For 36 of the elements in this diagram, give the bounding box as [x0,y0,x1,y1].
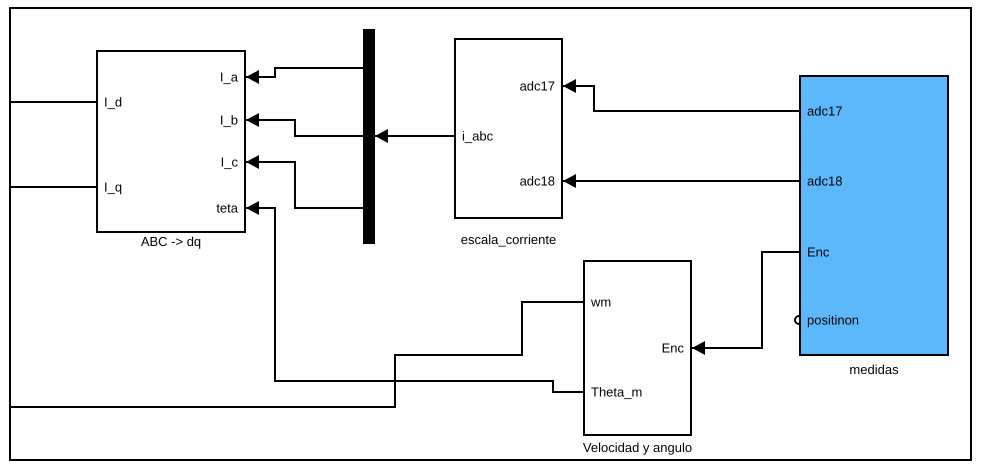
signal-line [246,113,363,137]
signal-line [246,201,583,393]
signal-line [563,174,799,188]
port-label: I_d [104,94,122,110]
signal-line [375,129,454,143]
subsystem-block [96,50,246,233]
block-caption: escala_corriente [460,232,556,247]
signal-line [11,101,96,103]
signal-line [11,186,96,188]
block-caption: medidas [849,362,899,377]
subsystem-block [454,38,563,219]
signal-line [11,301,583,408]
port-label: I_q [104,180,122,194]
port-label: wm [591,294,612,310]
subsystem-block [799,75,949,356]
port-label: adc18 [520,174,555,188]
mux-bar [363,29,375,244]
port-label: I_a [220,70,238,84]
port-label: teta [216,200,238,216]
signal-line [563,79,799,112]
port-label: Theta_m [591,384,642,400]
port-label: i_abc [462,128,494,144]
block-caption: Velocidad y angulo [582,440,692,455]
signal-line [692,251,799,355]
signal-line [246,67,363,84]
port-label: I_b [220,112,238,128]
signal-line [246,155,363,209]
port-label: adc18 [807,174,842,188]
port-label: adc17 [520,78,555,94]
port-label: positinon [807,312,860,328]
port-label: Enc [807,244,830,260]
block-caption: ABC -> dq [140,234,202,249]
subsystem-block [583,260,692,436]
port-label: I_c [220,154,238,170]
port-label: Enc [662,340,684,356]
port-label: adc17 [807,104,842,118]
